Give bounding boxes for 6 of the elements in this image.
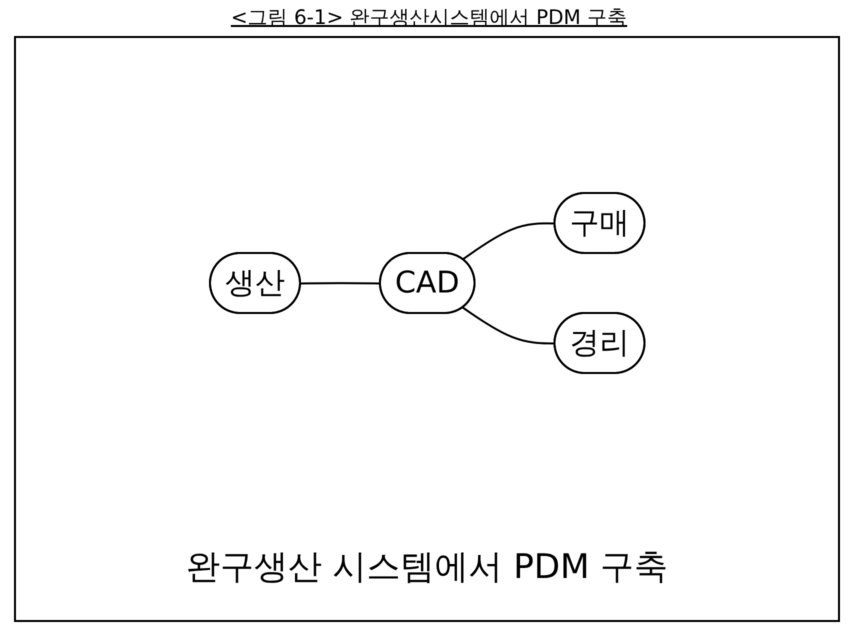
connector [462,222,555,260]
figure-frame: 생산 CAD 구매 경리 완구생산 시스템에서 PDM 구축 [14,36,840,622]
connector [462,306,555,344]
connector [300,282,380,284]
caption: 완구생산 시스템에서 PDM 구축 [184,546,670,589]
figure-title: <그림 6-1> 완구생산시스템에서 PDM 구축 [230,4,628,31]
